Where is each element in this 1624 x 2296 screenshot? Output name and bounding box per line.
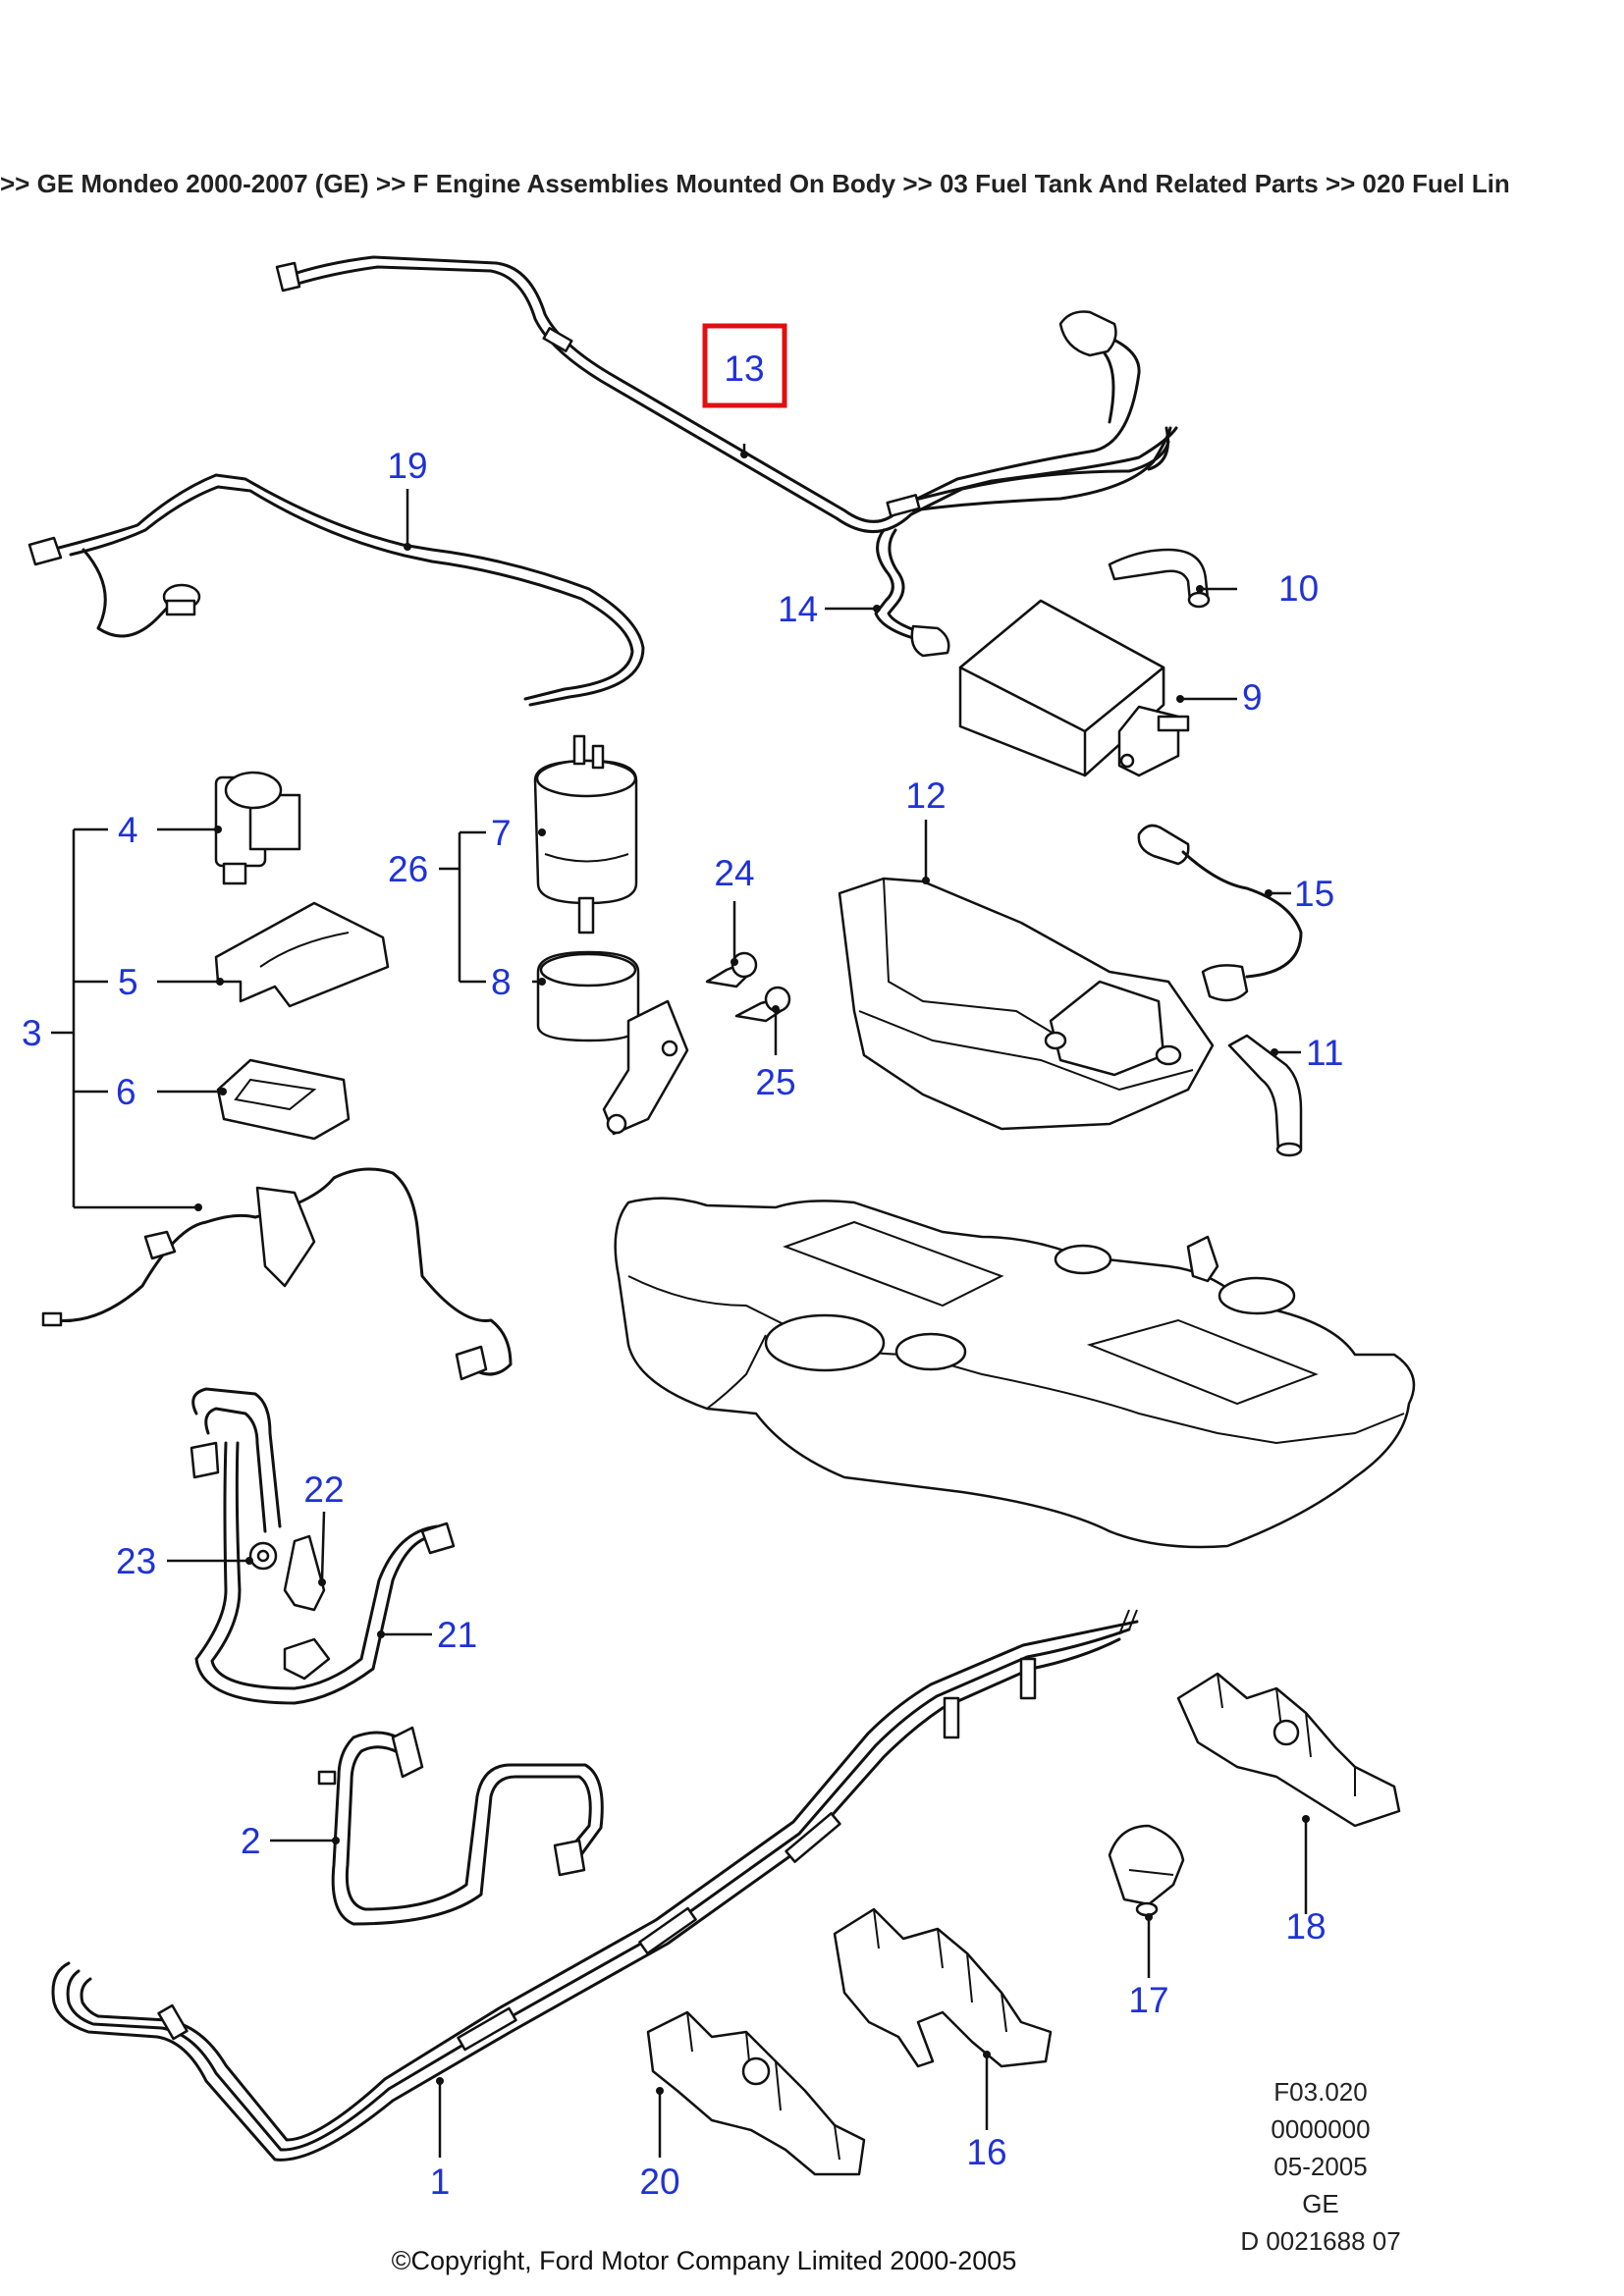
ref-line-4: GE [1302,2189,1339,2218]
callout-23: 23 [116,1541,156,1581]
callout-8: 8 [491,962,512,1002]
ref-line-2: 0000000 [1271,2114,1370,2144]
callout-26: 26 [388,849,428,889]
callout-7: 7 [491,813,512,853]
highlight-box [702,323,787,408]
part-11-hose[interactable] [1227,1034,1303,1157]
part-25-bolt[interactable] [734,986,791,1023]
part-19-harness[interactable] [27,473,645,707]
callout-numbers[interactable]: 13 19 10 14 9 12 15 11 4 5 6 3 26 7 8 24… [22,348,1343,2202]
callout-15: 15 [1294,874,1334,914]
part-8-filter-bracket[interactable] [536,950,689,1136]
part-1-underbody-lines[interactable] [51,1609,1139,2162]
part-6-module[interactable] [216,1058,351,1141]
part-23-washer[interactable] [248,1541,278,1571]
callout-5: 5 [118,962,138,1002]
part-9-canister[interactable] [958,599,1190,777]
part-13-fuel-lines[interactable] [275,255,1178,533]
part-17-clip[interactable] [1108,1824,1185,1917]
callout-14: 14 [778,589,818,629]
leader-lines [51,444,1310,2158]
callout-22: 22 [303,1469,344,1510]
callout-2: 2 [241,1821,261,1861]
callout-17: 17 [1128,1980,1168,2020]
part-20-clip[interactable] [646,2010,866,2176]
part-3-harness[interactable] [41,1167,513,1381]
callout-24: 24 [714,853,754,893]
part-10-hose[interactable] [1108,548,1211,609]
part-2-pipe[interactable] [317,1726,604,1926]
callout-18: 18 [1285,1906,1326,1947]
ref-line-3: 05-2005 [1273,2152,1367,2181]
fuel-tank [614,1197,1416,1549]
part-24-bolt[interactable] [705,951,758,988]
callout-3: 3 [22,1013,42,1053]
callout-16: 16 [966,2132,1006,2172]
callout-20: 20 [639,2162,679,2202]
callout-12: 12 [905,775,946,816]
ref-line-5: D 0021688 07 [1240,2226,1400,2256]
callout-13: 13 [724,348,764,389]
part-4-connector[interactable] [214,771,301,885]
reference-block: F03.020 0000000 05-2005 GE D 0021688 07 [1240,2077,1400,2256]
ref-line-1: F03.020 [1273,2077,1367,2107]
part-7-fuel-filter[interactable] [533,734,638,934]
breadcrumb: >> GE Mondeo 2000-2007 (GE) >> F Engine … [0,169,1510,198]
callout-11: 11 [1306,1033,1343,1073]
callout-25: 25 [755,1062,795,1102]
part-21-pipe[interactable] [189,1387,456,1705]
part-16-clip[interactable] [833,1907,1053,2068]
callout-21: 21 [437,1615,477,1655]
callout-1: 1 [430,2162,451,2202]
part-5-cover[interactable] [214,901,390,1008]
part-22-bracket[interactable] [283,1534,331,1681]
part-12-shield[interactable] [838,877,1215,1131]
callout-19: 19 [387,446,427,486]
part-18-clip[interactable] [1176,1672,1401,1828]
callout-6: 6 [116,1072,136,1112]
callout-4: 4 [118,810,138,850]
callout-9: 9 [1242,677,1263,718]
part-15-sensor[interactable] [1137,824,1303,1002]
callout-10: 10 [1278,568,1319,609]
part-14-vent-line[interactable] [874,528,950,658]
copyright: ©Copyright, Ford Motor Company Limited 2… [392,2246,1017,2275]
